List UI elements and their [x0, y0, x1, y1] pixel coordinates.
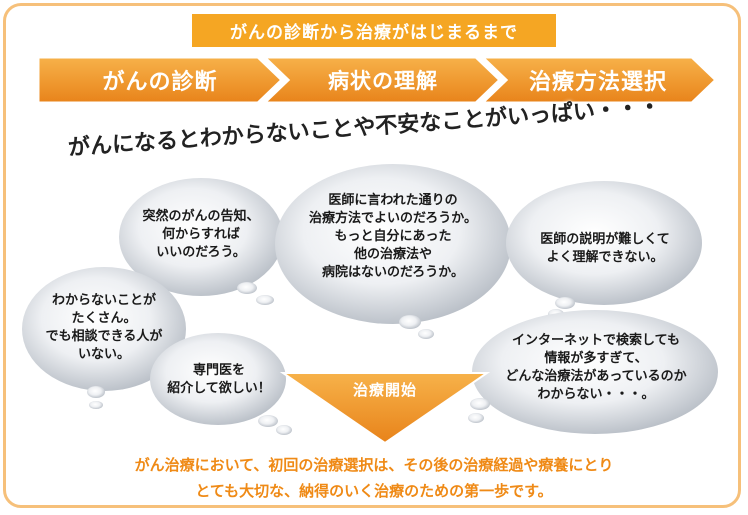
bubble-text-refer-specialist: 専門医を 紹介して欲しい！ [167, 363, 271, 396]
step-label-understanding: 病状の理解 [328, 69, 438, 93]
step-label-treatment: 治療方法選択 [528, 70, 667, 95]
step-flow [36, 55, 719, 105]
bubble-doctor-said [275, 164, 511, 339]
page-title: がんの診断から治療がはじまるまで [192, 14, 556, 47]
start-arrow [279, 372, 491, 445]
bubble-text-too-much-info: インターネットで検索しても 情報が多すぎて、 どんな治療法があっているのか わか… [505, 333, 687, 402]
footer-line-2: とても大切な、納得のいく治療のための第一歩です。 [195, 482, 553, 500]
step-arrow-treatment [478, 55, 719, 105]
step-arrow-diagnosis [36, 55, 285, 105]
bubble-text-sudden-notice: 突然のがんの告知、 何からすれば いいのだろう。 [142, 209, 260, 260]
bubble-text-doctor-said: 医師に言われた通りの 治療方法でよいのだろうか。 もっと自分にあった 他の治療法… [309, 193, 477, 280]
footer-line-1: がん治療において、初回の治療選択は、その後の治療経過や療養にとり [134, 456, 614, 474]
start-label: 治療開始 [352, 381, 417, 399]
step-label-diagnosis: がんの診断 [102, 70, 218, 95]
footer-message: がん治療において、初回の治療選択は、その後の治療経過や療養にとり とても大切な、… [0, 452, 748, 504]
bubble-too-much-info [468, 310, 718, 434]
bubble-sudden-notice [119, 178, 283, 305]
step-arrow-understanding [260, 55, 503, 105]
bubble-text-explanation-hard: 医師の説明が難しくて よく理解できない。 [540, 232, 670, 265]
bubble-refer-specialist [150, 333, 292, 435]
bubble-text-no-one-to-ask: わからないことが たくさん。 でも相談できる人が いない。 [45, 293, 163, 362]
bubble-no-one-to-ask [22, 267, 186, 409]
